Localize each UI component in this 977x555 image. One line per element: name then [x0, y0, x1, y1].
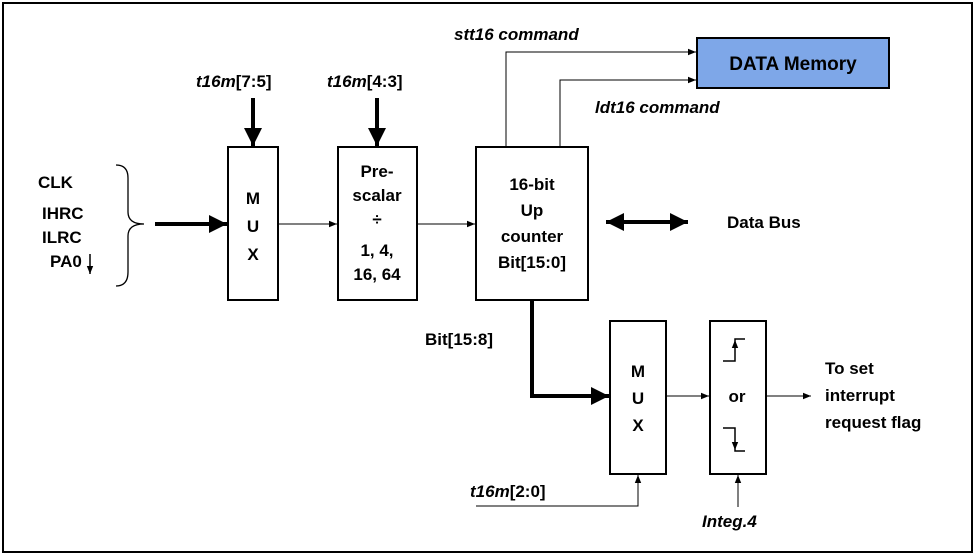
clock-source-list: CLK IHRC ILRC PA0	[38, 173, 84, 271]
edge-or-label: or	[729, 387, 746, 406]
mux2-select-label: t16m[2:0]	[470, 482, 546, 501]
bit-range-label: Bit[15:8]	[425, 330, 493, 349]
prescaler-line-3: ÷	[372, 210, 381, 229]
data-memory-block	[696, 37, 890, 89]
ldt16-command-label: ldt16 command	[595, 98, 720, 117]
mux1-letter-u: U	[247, 217, 259, 236]
prescaler-line-2: scalar	[352, 186, 402, 205]
edge-select-label: Integ.4	[702, 512, 757, 531]
data-memory-label: DATA Memory	[729, 54, 857, 75]
output-label-line-2: interrupt	[825, 386, 895, 405]
bit-15-8-path	[530, 300, 609, 405]
mux1-letter-x: X	[247, 245, 259, 264]
counter-line-2: Up	[521, 201, 544, 220]
clock-source-ilrc: ILRC	[42, 228, 82, 247]
mux1-letter-m: M	[246, 189, 260, 208]
mux2-letter-x: X	[632, 416, 644, 435]
counter-line-1: 16-bit	[509, 175, 555, 194]
prescaler-line-1: Pre-	[360, 162, 393, 181]
prescaler-line-5: 16, 64	[353, 265, 401, 284]
clock-source-pa0: PA0	[50, 252, 82, 271]
counter-block	[475, 146, 589, 301]
mux1-block	[227, 146, 279, 301]
stt16-command-label: stt16 command	[454, 25, 579, 44]
ldt16-path	[559, 76, 696, 147]
clock-source-brace	[115, 164, 145, 287]
mux2-letter-u: U	[632, 389, 644, 408]
output-label-line-1: To set	[825, 359, 874, 378]
mux2-select-path	[476, 475, 642, 507]
output-label-line-3: request flag	[825, 413, 921, 432]
data-bus-label: Data Bus	[727, 213, 801, 232]
counter-line-3: counter	[501, 227, 564, 246]
mux1-select-label: t16m[7:5]	[196, 72, 272, 91]
mux2-block	[609, 320, 667, 475]
prescaler-block	[337, 146, 418, 301]
mux2-letter-m: M	[631, 362, 645, 381]
counter-line-4: Bit[15:0]	[498, 253, 566, 272]
prescaler-line-4: 1, 4,	[360, 241, 393, 260]
clock-source-ihrc: IHRC	[42, 204, 84, 223]
clock-source-clk: CLK	[38, 173, 74, 192]
stt16-path	[505, 48, 696, 147]
prescaler-select-label: t16m[4:3]	[327, 72, 403, 91]
